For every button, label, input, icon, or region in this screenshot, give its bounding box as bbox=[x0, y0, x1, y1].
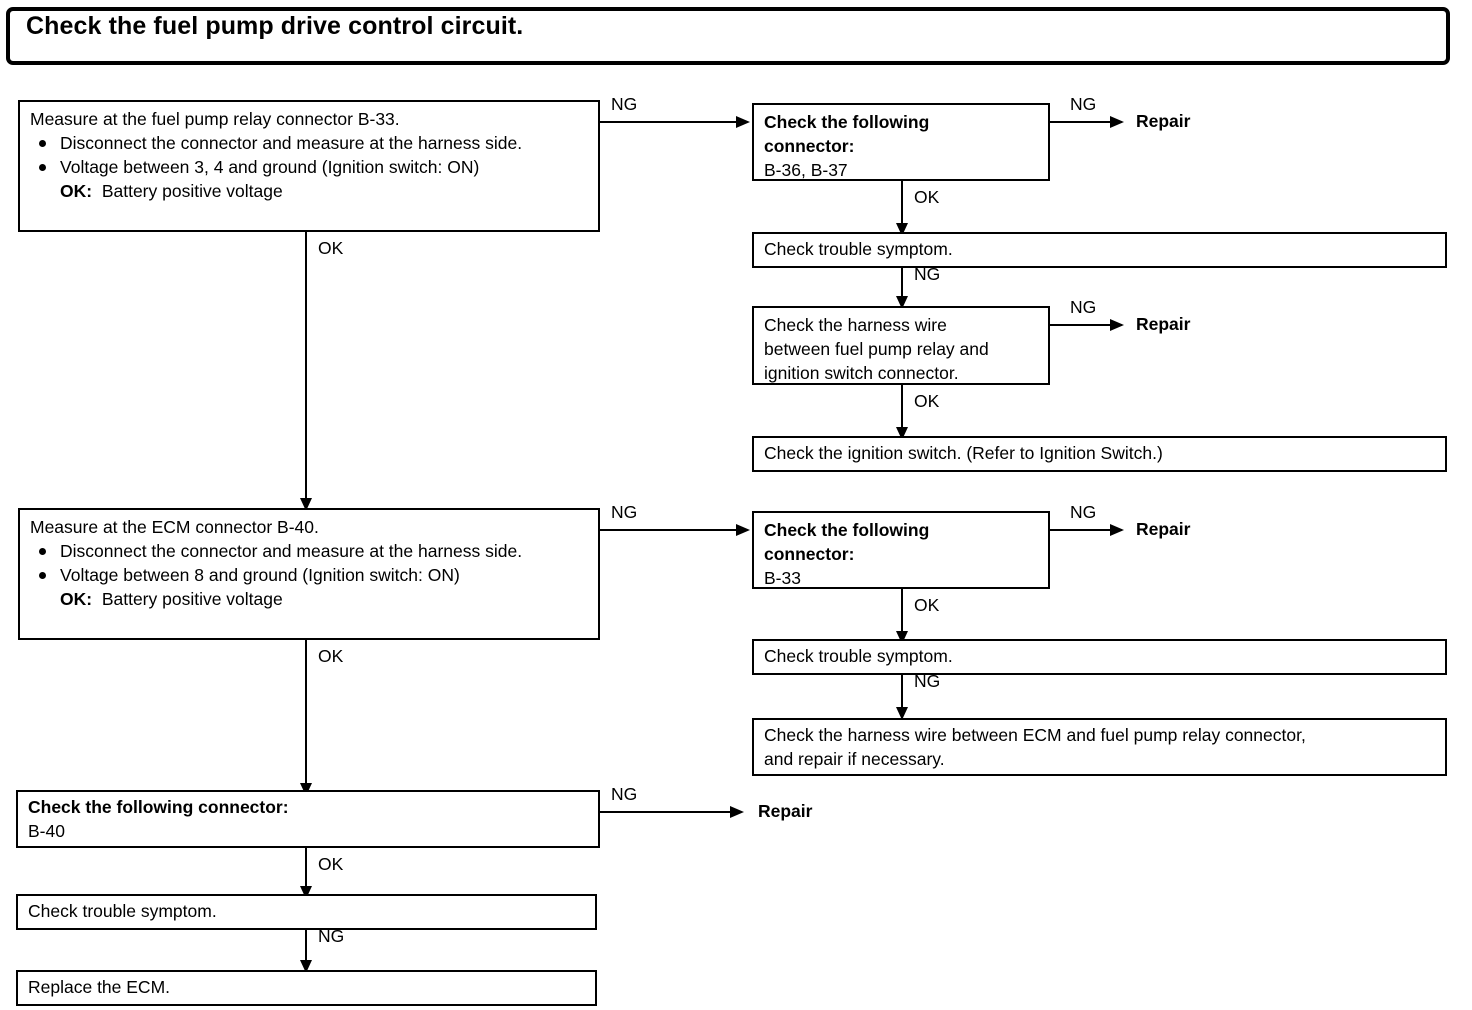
edge-ng-harness-to-repair bbox=[1050, 324, 1122, 326]
measure-ecm-title: Measure at the ECM connector B-40. bbox=[30, 517, 319, 537]
box-check-trouble-symptom-1: Check trouble symptom. bbox=[752, 232, 1447, 268]
edge-label-ng-symptom2: NG bbox=[914, 671, 941, 691]
edge-label-ng-b33: NG bbox=[1070, 502, 1097, 522]
terminal-repair-b33: Repair bbox=[1136, 519, 1191, 539]
box-measure-ecm: Measure at the ECM connector B-40. Disco… bbox=[18, 508, 600, 640]
edge-ng-symptom1-to-harness bbox=[901, 268, 903, 298]
edge-label-ng-symptom3: NG bbox=[318, 926, 345, 946]
edge-ok-ecm-to-b40 bbox=[305, 640, 307, 783]
harness-ecm-line-1: Check the harness wire between ECM and f… bbox=[764, 725, 1306, 745]
edge-ng-b33-to-repair bbox=[1050, 529, 1122, 531]
edge-label-ok-harness: OK bbox=[914, 391, 940, 411]
trouble-symptom-1-text: Check trouble symptom. bbox=[764, 239, 953, 259]
measure-ecm-bullet-2: Voltage between 8 and ground (Ignition s… bbox=[30, 563, 590, 587]
edge-ok-b36b37-to-symptom bbox=[901, 181, 903, 223]
replace-ecm-text: Replace the ECM. bbox=[28, 977, 171, 997]
trouble-symptom-2-text: Check trouble symptom. bbox=[764, 646, 953, 666]
measure-relay-title: Measure at the fuel pump relay connector… bbox=[30, 109, 400, 129]
b40-line-1: Check the following connector: bbox=[28, 797, 289, 817]
measure-ecm-ok-label: OK: bbox=[60, 589, 93, 609]
box-check-ignition-switch: Check the ignition switch. (Refer to Ign… bbox=[752, 436, 1447, 472]
edge-ng-b36b37-to-repair-arrowhead bbox=[1110, 116, 1124, 128]
edge-ok-relay-to-ecm-arrowhead bbox=[300, 498, 312, 511]
measure-relay-bullets: Disconnect the connector and measure at … bbox=[30, 131, 590, 179]
edge-label-ng-ecm: NG bbox=[611, 502, 638, 522]
edge-ng-b40-to-repair bbox=[600, 811, 732, 813]
harness-relay-line-2: between fuel pump relay and bbox=[764, 339, 989, 359]
b36b37-line-3: B-36, B-37 bbox=[764, 160, 848, 180]
harness-relay-line-3: ignition switch connector. bbox=[764, 363, 959, 383]
box-replace-ecm: Replace the ECM. bbox=[16, 970, 597, 1006]
edge-ok-relay-to-ecm bbox=[305, 232, 307, 498]
b33-line-2: connector: bbox=[764, 544, 855, 564]
measure-relay-bullet-1: Disconnect the connector and measure at … bbox=[30, 131, 590, 155]
box-check-connector-b36-b37: Check the following connector: B-36, B-3… bbox=[752, 103, 1050, 181]
edge-ok-harness-to-ignition bbox=[901, 385, 903, 427]
edge-ng-ecm-to-b33 bbox=[600, 529, 738, 531]
edge-ng-symptom2-arrowhead bbox=[896, 707, 908, 720]
b36b37-line-1: Check the following bbox=[764, 112, 930, 132]
edge-ok-b33-to-symptom bbox=[901, 589, 903, 631]
edge-ng-symptom2-to-harness-ecm bbox=[901, 675, 903, 709]
edge-label-ng-b40: NG bbox=[611, 784, 638, 804]
header-banner bbox=[6, 7, 1450, 65]
b40-line-2: B-40 bbox=[28, 821, 65, 841]
terminal-repair-b40: Repair bbox=[758, 801, 813, 821]
box-measure-fuel-pump-relay: Measure at the fuel pump relay connector… bbox=[18, 100, 600, 232]
b36b37-line-2: connector: bbox=[764, 136, 855, 156]
edge-label-ok-b40: OK bbox=[318, 854, 344, 874]
measure-ecm-bullets: Disconnect the connector and measure at … bbox=[30, 539, 590, 587]
measure-relay-ok-label: OK: bbox=[60, 181, 93, 201]
terminal-repair-b36b37: Repair bbox=[1136, 111, 1191, 131]
edge-label-ng-symptom1: NG bbox=[914, 264, 941, 284]
edge-label-ok-b36b37: OK bbox=[914, 187, 940, 207]
box-check-connector-b40: Check the following connector: B-40 bbox=[16, 790, 600, 848]
measure-ecm-bullet-1: Disconnect the connector and measure at … bbox=[30, 539, 590, 563]
terminal-repair-harness: Repair bbox=[1136, 314, 1191, 334]
box-check-trouble-symptom-2: Check trouble symptom. bbox=[752, 639, 1447, 675]
ignition-switch-text: Check the ignition switch. (Refer to Ign… bbox=[764, 443, 1163, 463]
edge-label-ok-relay: OK bbox=[318, 238, 344, 258]
edge-ng-b33-to-repair-arrowhead bbox=[1110, 524, 1124, 536]
harness-relay-line-1: Check the harness wire bbox=[764, 315, 947, 335]
trouble-symptom-3-text: Check trouble symptom. bbox=[28, 901, 217, 921]
edge-label-ok-b33: OK bbox=[914, 595, 940, 615]
measure-relay-bullet-2: Voltage between 3, 4 and ground (Ignitio… bbox=[30, 155, 590, 179]
edge-ng-symptom3-to-replace-ecm bbox=[305, 930, 307, 962]
edge-label-ng-harness: NG bbox=[1070, 297, 1097, 317]
box-check-trouble-symptom-3: Check trouble symptom. bbox=[16, 894, 597, 930]
edge-ok-b40-to-symptom bbox=[305, 848, 307, 888]
measure-relay-ok-value: Battery positive voltage bbox=[101, 181, 283, 201]
edge-ng-relay-to-b36b37-arrowhead bbox=[736, 116, 750, 128]
edge-ng-b40-to-repair-arrowhead bbox=[730, 806, 744, 818]
measure-ecm-ok-value: Battery positive voltage bbox=[101, 589, 283, 609]
b33-line-3: B-33 bbox=[764, 568, 801, 588]
page-title: Check the fuel pump drive control circui… bbox=[26, 12, 524, 40]
edge-ng-relay-to-b36b37 bbox=[600, 121, 738, 123]
b33-line-1: Check the following bbox=[764, 520, 930, 540]
box-check-harness-relay-ignition: Check the harness wire between fuel pump… bbox=[752, 306, 1050, 385]
edge-ng-b36b37-to-repair bbox=[1050, 121, 1122, 123]
measure-ecm-ok-line: OK: Battery positive voltage bbox=[30, 587, 590, 611]
measure-relay-ok-line: OK: Battery positive voltage bbox=[30, 179, 590, 203]
harness-ecm-line-2: and repair if necessary. bbox=[764, 749, 945, 769]
edge-ng-ecm-to-b33-arrowhead bbox=[736, 524, 750, 536]
edge-ng-symptom3-arrowhead bbox=[300, 960, 312, 973]
edge-label-ng-relay: NG bbox=[611, 94, 638, 114]
box-check-connector-b33: Check the following connector: B-33 bbox=[752, 511, 1050, 589]
edge-ng-harness-to-repair-arrowhead bbox=[1110, 319, 1124, 331]
edge-ng-symptom1-arrowhead bbox=[896, 296, 908, 309]
edge-label-ok-ecm: OK bbox=[318, 646, 344, 666]
edge-label-ng-b36b37: NG bbox=[1070, 94, 1097, 114]
box-check-harness-ecm-relay: Check the harness wire between ECM and f… bbox=[752, 718, 1447, 776]
